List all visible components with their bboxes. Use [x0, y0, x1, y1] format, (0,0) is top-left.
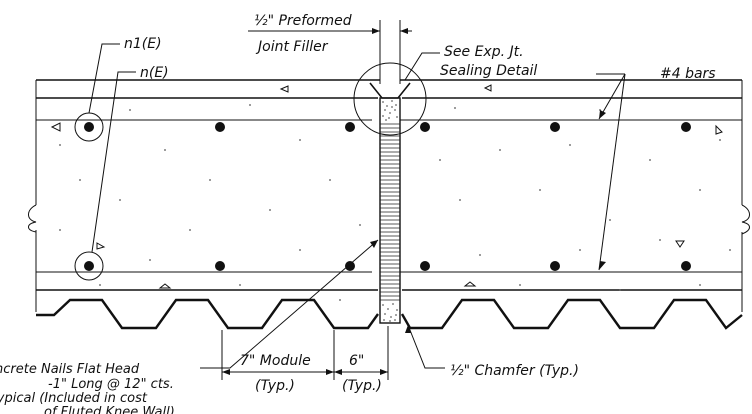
- label-nails-1: Concrete Nails Flat Head: [0, 362, 140, 377]
- rebar-top-row: [84, 122, 691, 132]
- label-sealing-detail: Sealing Detail: [440, 63, 537, 79]
- bottom-dimension-arrows: [222, 369, 388, 375]
- leader-lines: [88, 43, 626, 369]
- sealing-detail-circle: [353, 62, 427, 136]
- label-six-typ: (Typ.): [342, 378, 382, 394]
- joint-filler: [379, 97, 401, 324]
- label-filler-size: ½" Preformed: [254, 13, 352, 29]
- label-nails-4: of Fluted Knee Wall): [44, 405, 175, 414]
- break-symbol-right: [741, 204, 750, 235]
- rebar-bottom-row: [84, 261, 691, 271]
- label-filler-name: Joint Filler: [255, 39, 329, 55]
- fluted-bottom-left: [36, 298, 379, 330]
- break-symbol-left: [28, 204, 37, 233]
- label-see-exp: See Exp. Jt.: [444, 44, 524, 60]
- slab-outline: [35, 79, 743, 312]
- sealing-v: [369, 82, 411, 99]
- label-bars: #4 bars: [660, 66, 716, 82]
- label-six: 6": [349, 353, 364, 369]
- label-module: 7" Module: [240, 353, 311, 369]
- bottom-dimensions: [221, 326, 389, 380]
- filler-dimension-arrows: [372, 28, 408, 34]
- label-chamfer: ½" Chamfer (Typ.): [450, 363, 579, 379]
- leader-arrowheads: [370, 110, 606, 333]
- label-nails-2: -1" Long @ 12" cts.: [48, 377, 174, 392]
- ne-rebar-circle: [74, 251, 104, 281]
- label-nails-3: Typical (Included in cost: [0, 391, 148, 406]
- label-ne: n(E): [140, 65, 169, 81]
- fluted-bottom-right: [400, 298, 743, 330]
- label-module-typ: (Typ.): [255, 378, 295, 394]
- label-n1e: n1(E): [124, 36, 162, 52]
- concrete-aggregate-triangles: [50, 84, 723, 289]
